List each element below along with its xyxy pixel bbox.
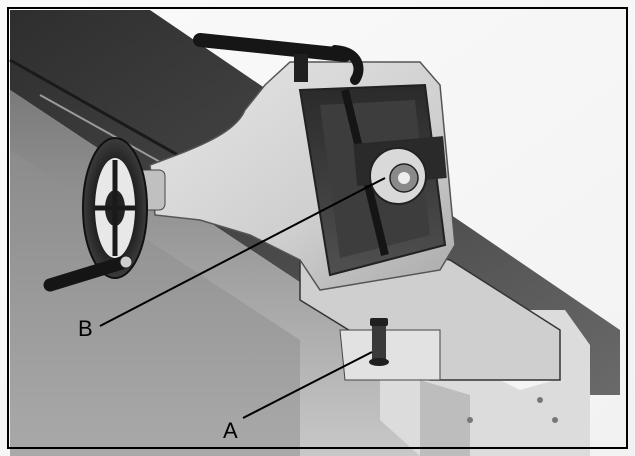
callout-b-leader <box>99 177 386 327</box>
handwheel <box>43 137 148 292</box>
photo-frame <box>7 7 628 449</box>
callout-a-label: A <box>223 418 238 443</box>
callout-b-label: B <box>78 316 93 341</box>
callout-a-leader <box>242 351 373 419</box>
lock-lever-handle <box>193 33 364 85</box>
tailstock-body <box>149 61 456 291</box>
set-screw <box>369 318 389 366</box>
